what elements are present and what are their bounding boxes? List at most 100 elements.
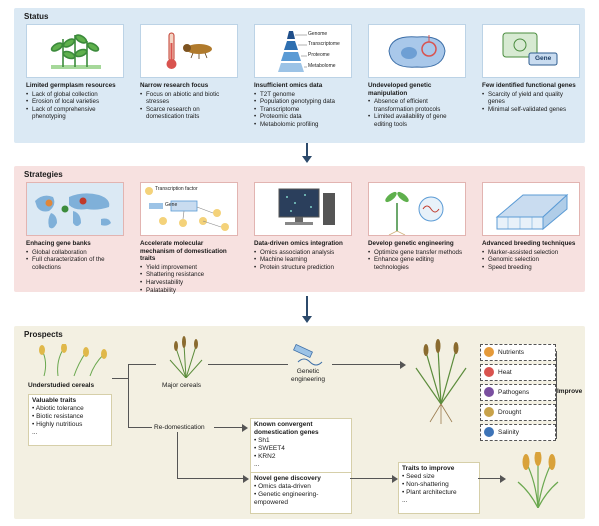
pathogen-icon: [484, 387, 494, 397]
status-card-functional-genes: Gene Few identified functional genes Sca…: [482, 24, 580, 113]
trait-salinity: Salinity: [480, 424, 556, 441]
list-item: • Seed size: [402, 473, 435, 480]
card-title: Undeveloped genetic manipulation: [368, 82, 432, 97]
connector: [112, 378, 128, 379]
card-title: Few identified functional genes: [482, 82, 576, 89]
transcription-factor-label: Transcription factor: [155, 186, 198, 192]
list-item: Protein structure prediction: [254, 264, 352, 272]
card-title: Advanced breeding techniques: [482, 240, 576, 247]
understudied-cereals-label: Understudied cereals: [28, 382, 95, 389]
list-item: Omics association analysis: [254, 249, 352, 257]
trait-heat: Heat: [480, 364, 556, 381]
connector: [478, 478, 502, 479]
gene-label: Gene: [535, 55, 552, 62]
list-item: Transcriptome: [254, 106, 352, 114]
list-item: • Abiotic tolerance: [32, 405, 84, 412]
valuable-traits-title: Valuable traits: [32, 397, 77, 404]
trait-drought: Drought: [480, 404, 556, 421]
trait-label: Pathogens: [498, 389, 530, 396]
pyramid-label: Metabolome: [308, 63, 336, 69]
gene-label: Gene: [165, 202, 178, 208]
list-item: • SWEET4: [254, 445, 285, 452]
seedling-dna-icon: [368, 182, 466, 236]
pyramid-label: Genome: [308, 31, 328, 37]
list-item: Optimize gene transfer methods: [368, 249, 466, 257]
connector: [214, 427, 244, 428]
trait-label: Heat: [498, 369, 512, 376]
syringe-dna-icon: [293, 344, 323, 366]
gene-icon: Gene: [482, 24, 580, 78]
arrowhead: [400, 361, 406, 369]
list-item: Limited availability of gene editing too…: [368, 113, 466, 128]
strategy-card-breeding: Advanced breeding techniques Marker-assi…: [482, 182, 580, 271]
list-item: • Genetic engineering-empowered: [254, 491, 319, 506]
world-map-icon: [26, 182, 124, 236]
pyramid-label: Proteome: [308, 52, 330, 58]
arrowhead: [392, 475, 398, 483]
major-cereals-icon: [169, 336, 203, 378]
pyramid-label: Transcriptome: [308, 41, 340, 47]
strategies-title: Strategies: [24, 170, 63, 179]
list-item: Marker-assisted selection: [482, 249, 580, 257]
strategy-card-genetic-engineering: Develop genetic engineering Optimize gen…: [368, 182, 466, 271]
trait-nutrients: Nutrients: [480, 344, 556, 361]
connector: [177, 478, 245, 479]
card-title: Limited germplasm resources: [26, 82, 116, 89]
domesticated-cereal-icon: [517, 452, 559, 508]
novel-gene-discovery-title: Novel gene discovery: [254, 475, 321, 482]
list-item: Global collaboration: [26, 249, 124, 257]
trait-label: Salinity: [498, 429, 519, 436]
cell-plasmid-icon: [368, 24, 466, 78]
greenhouse-icon: [482, 182, 580, 236]
list-item: Scarcity of yield and quality genes: [482, 91, 580, 106]
status-card-germplasm: Limited germplasm resources Lack of glob…: [26, 24, 124, 121]
known-genes-box: Known convergent domestication genes • S…: [250, 418, 352, 474]
connector: [332, 364, 402, 365]
improve-bracket: [556, 351, 557, 439]
plant-seedlings-icon: [26, 24, 124, 78]
list-item: Metabolomic profiling: [254, 121, 352, 129]
thermometer-insect-icon: [140, 24, 238, 78]
improve-label: Improve: [557, 388, 583, 395]
card-title: Data-driven omics integration: [254, 240, 343, 247]
re-domestication-label: Re-domestication: [154, 424, 205, 431]
card-title: Enhacing gene banks: [26, 240, 91, 247]
prospects-title: Prospects: [24, 330, 63, 339]
list-item: Genomic selection: [482, 256, 580, 264]
traits-to-improve-box: Traits to improve • Seed size • Non-shat…: [398, 462, 480, 514]
card-title: Accelerate molecular mechanism of domest…: [140, 240, 227, 263]
card-title: Narrow research focus: [140, 82, 209, 89]
list-item: Population genotyping data: [254, 98, 352, 106]
status-card-genetic-manipulation: Undeveloped genetic manipulation Absence…: [368, 24, 466, 129]
list-item: Machine learning: [254, 256, 352, 264]
valuable-traits-box: Valuable traits • Abiotic tolerance • Bi…: [28, 394, 112, 446]
list-item: Lack of global collection: [26, 91, 124, 99]
list-item: Harvestability: [140, 279, 238, 287]
strategies-panel: Strategies Enhacing gene banks Global co…: [14, 166, 585, 294]
status-card-research-focus: Narrow research focus Focus on abiotic a…: [140, 24, 238, 121]
list-item: Full characterization of the collections: [26, 256, 124, 271]
list-item: ...: [32, 429, 38, 436]
list-item: Focus on abiotic and biotic stresses: [140, 91, 238, 106]
omics-pyramid-icon: Genome Transcriptome Proteome Metabolome: [254, 24, 352, 78]
status-card-omics-data: Genome Transcriptome Proteome Metabolome…: [254, 24, 352, 129]
list-item: Proteomic data: [254, 113, 352, 121]
connector: [128, 364, 129, 428]
strategy-card-omics-integration: Data-driven omics integration Omics asso…: [254, 182, 352, 271]
list-item: ...: [402, 497, 408, 504]
computer-icon: [254, 182, 352, 236]
list-item: ...: [254, 461, 260, 468]
list-item: • Omics data-driven: [254, 483, 311, 490]
list-item: Absence of efficient transformation prot…: [368, 98, 466, 113]
nutrients-icon: [484, 347, 494, 357]
genetic-engineering-label: Genetic engineering: [291, 368, 325, 383]
list-item: Minimal self-validated genes: [482, 106, 580, 114]
sun-icon: [484, 407, 494, 417]
card-title: Insufficient omics data: [254, 82, 323, 89]
connector: [208, 364, 288, 365]
salt-icon: [484, 427, 494, 437]
arrowhead: [243, 475, 249, 483]
strategy-card-gene-banks: Enhacing gene banks Global collaboration…: [26, 182, 124, 271]
list-item: Scarce research on domestication traits: [140, 106, 238, 121]
list-item: Speed breeding: [482, 264, 580, 272]
